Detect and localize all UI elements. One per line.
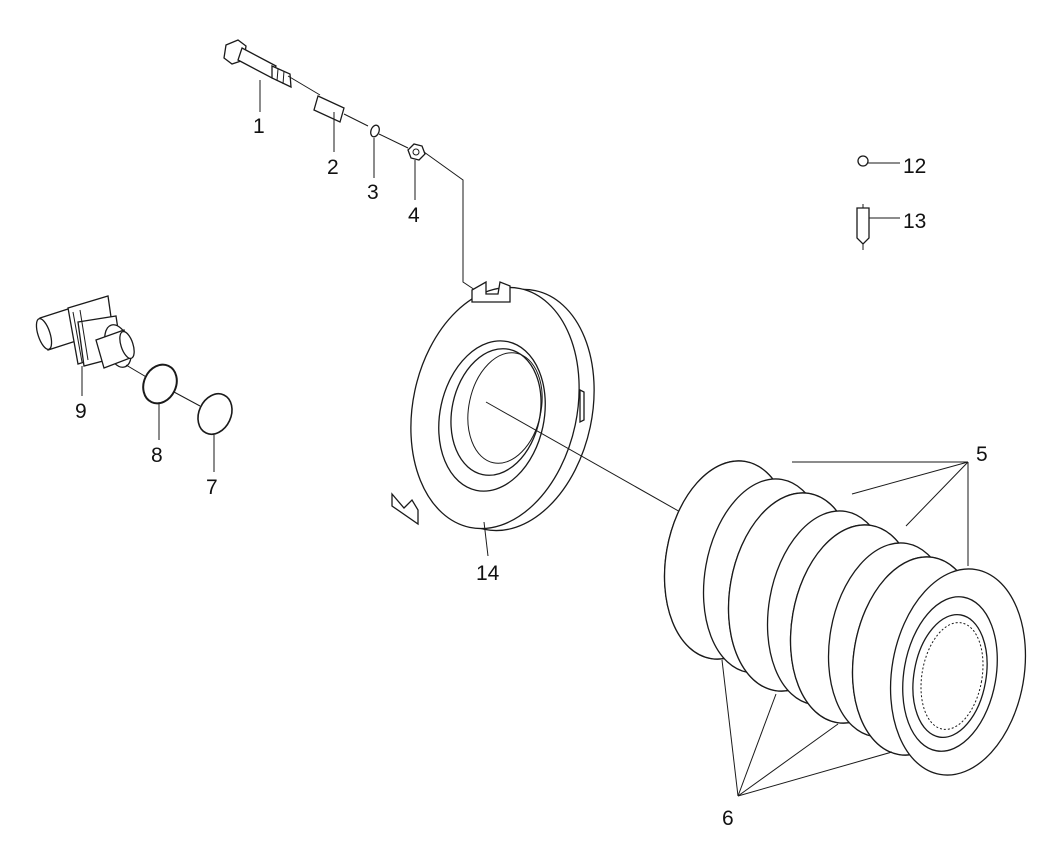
callout-13: 13 <box>903 210 926 233</box>
nut-part-4 <box>407 143 479 293</box>
plug-part-13 <box>856 204 900 250</box>
callout-5: 5 <box>976 443 988 466</box>
ball-part-12 <box>857 155 900 167</box>
o-ring-part-8 <box>142 363 201 440</box>
shaft-part-9 <box>35 295 149 396</box>
callout-3: 3 <box>367 181 379 204</box>
callout-9: 9 <box>75 400 87 423</box>
callout-14: 14 <box>476 562 500 585</box>
clutch-pack <box>485 401 1027 797</box>
callout-8: 8 <box>151 444 163 467</box>
o-ring-part-7 <box>197 393 233 472</box>
callout-12: 12 <box>903 155 926 178</box>
callout-1: 1 <box>253 115 265 138</box>
piston-part-14 <box>391 280 595 557</box>
callout-7: 7 <box>206 476 218 499</box>
callout-6: 6 <box>722 807 734 830</box>
bolt-part-1 <box>223 39 321 96</box>
small-o-ring-part-3 <box>370 124 409 149</box>
spring-part-2 <box>313 95 369 127</box>
steel-plate-front <box>889 568 1027 776</box>
callout-2: 2 <box>327 156 339 179</box>
callout-4: 4 <box>408 204 420 227</box>
